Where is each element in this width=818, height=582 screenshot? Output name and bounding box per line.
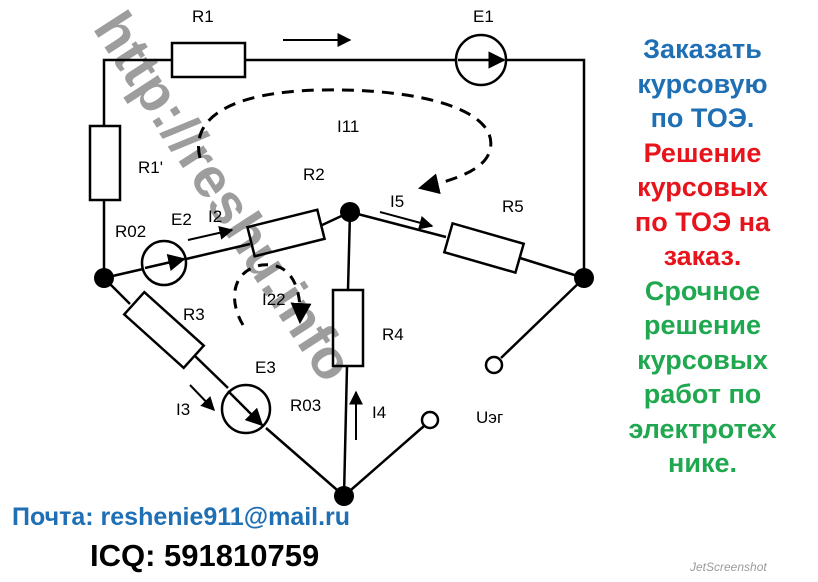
jetscreenshot-badge: JetScreenshot (690, 560, 767, 574)
label-e1: E1 (473, 7, 494, 26)
label-i2: I2 (208, 207, 222, 226)
ad-line: Срочное (644, 275, 761, 306)
ad-text-block: Заказать курсовую по ТОЭ. Решение курсов… (600, 32, 805, 481)
contact-icq: ICQ: 591810759 (90, 538, 320, 573)
ad-line: по ТОЭ. (650, 103, 755, 133)
current-arrow-i3 (189, 384, 215, 412)
resistor-r2 (245, 208, 327, 258)
ad-line: по ТОЭ на (634, 206, 771, 237)
resistor-r4 (331, 288, 365, 368)
ad-line: курсовых (637, 344, 768, 375)
source-e2 (140, 239, 188, 287)
current-arrow-i5 (379, 211, 434, 230)
contact-email: Почта: reshenie911@mail.ru (12, 503, 351, 531)
resistor-r1 (170, 41, 247, 79)
resistor-r1-prime (88, 124, 122, 202)
label-e2: E2 (171, 210, 192, 229)
loop-i22 (233, 263, 312, 326)
resistor-r3 (122, 290, 206, 370)
label-i3: I3 (176, 400, 190, 419)
label-r5: R5 (502, 197, 524, 216)
node-bottom (334, 486, 354, 506)
label-i5: I5 (390, 192, 404, 211)
ad-line: решение (644, 310, 761, 340)
resistor-r5 (442, 221, 526, 275)
ad-line: курсовых (637, 172, 768, 202)
label-r1-prime: R1' (138, 158, 163, 177)
label-e3: E3 (255, 358, 276, 377)
label-r03: R03 (290, 396, 321, 415)
ad-line: электротех (628, 413, 777, 444)
source-e1 (454, 33, 508, 87)
label-r3: R3 (183, 305, 205, 324)
label-r2: R2 (303, 165, 325, 184)
ad-line: работ по (643, 379, 762, 409)
terminal-top (484, 355, 504, 375)
label-i4: I4 (372, 403, 386, 422)
ad-line: Заказать (643, 34, 762, 64)
ad-line: курсовую (637, 68, 768, 99)
node-left (94, 268, 114, 288)
label-ueg: Uэг (476, 408, 503, 427)
label-i22: I22 (262, 290, 286, 309)
ad-line: заказ. (663, 241, 742, 271)
label-i11: I11 (337, 117, 359, 136)
ad-line: нике. (668, 448, 737, 478)
current-arrow-i2 (187, 225, 234, 241)
label-r1: R1 (192, 7, 214, 26)
label-r4: R4 (382, 325, 404, 344)
top-wire (102, 58, 586, 278)
source-e3 (220, 383, 272, 435)
terminal-bottom (420, 410, 440, 430)
node-top-middle (340, 202, 360, 222)
node-right (574, 268, 594, 288)
ad-line: Решение (643, 137, 762, 168)
label-r02: R02 (115, 222, 146, 241)
